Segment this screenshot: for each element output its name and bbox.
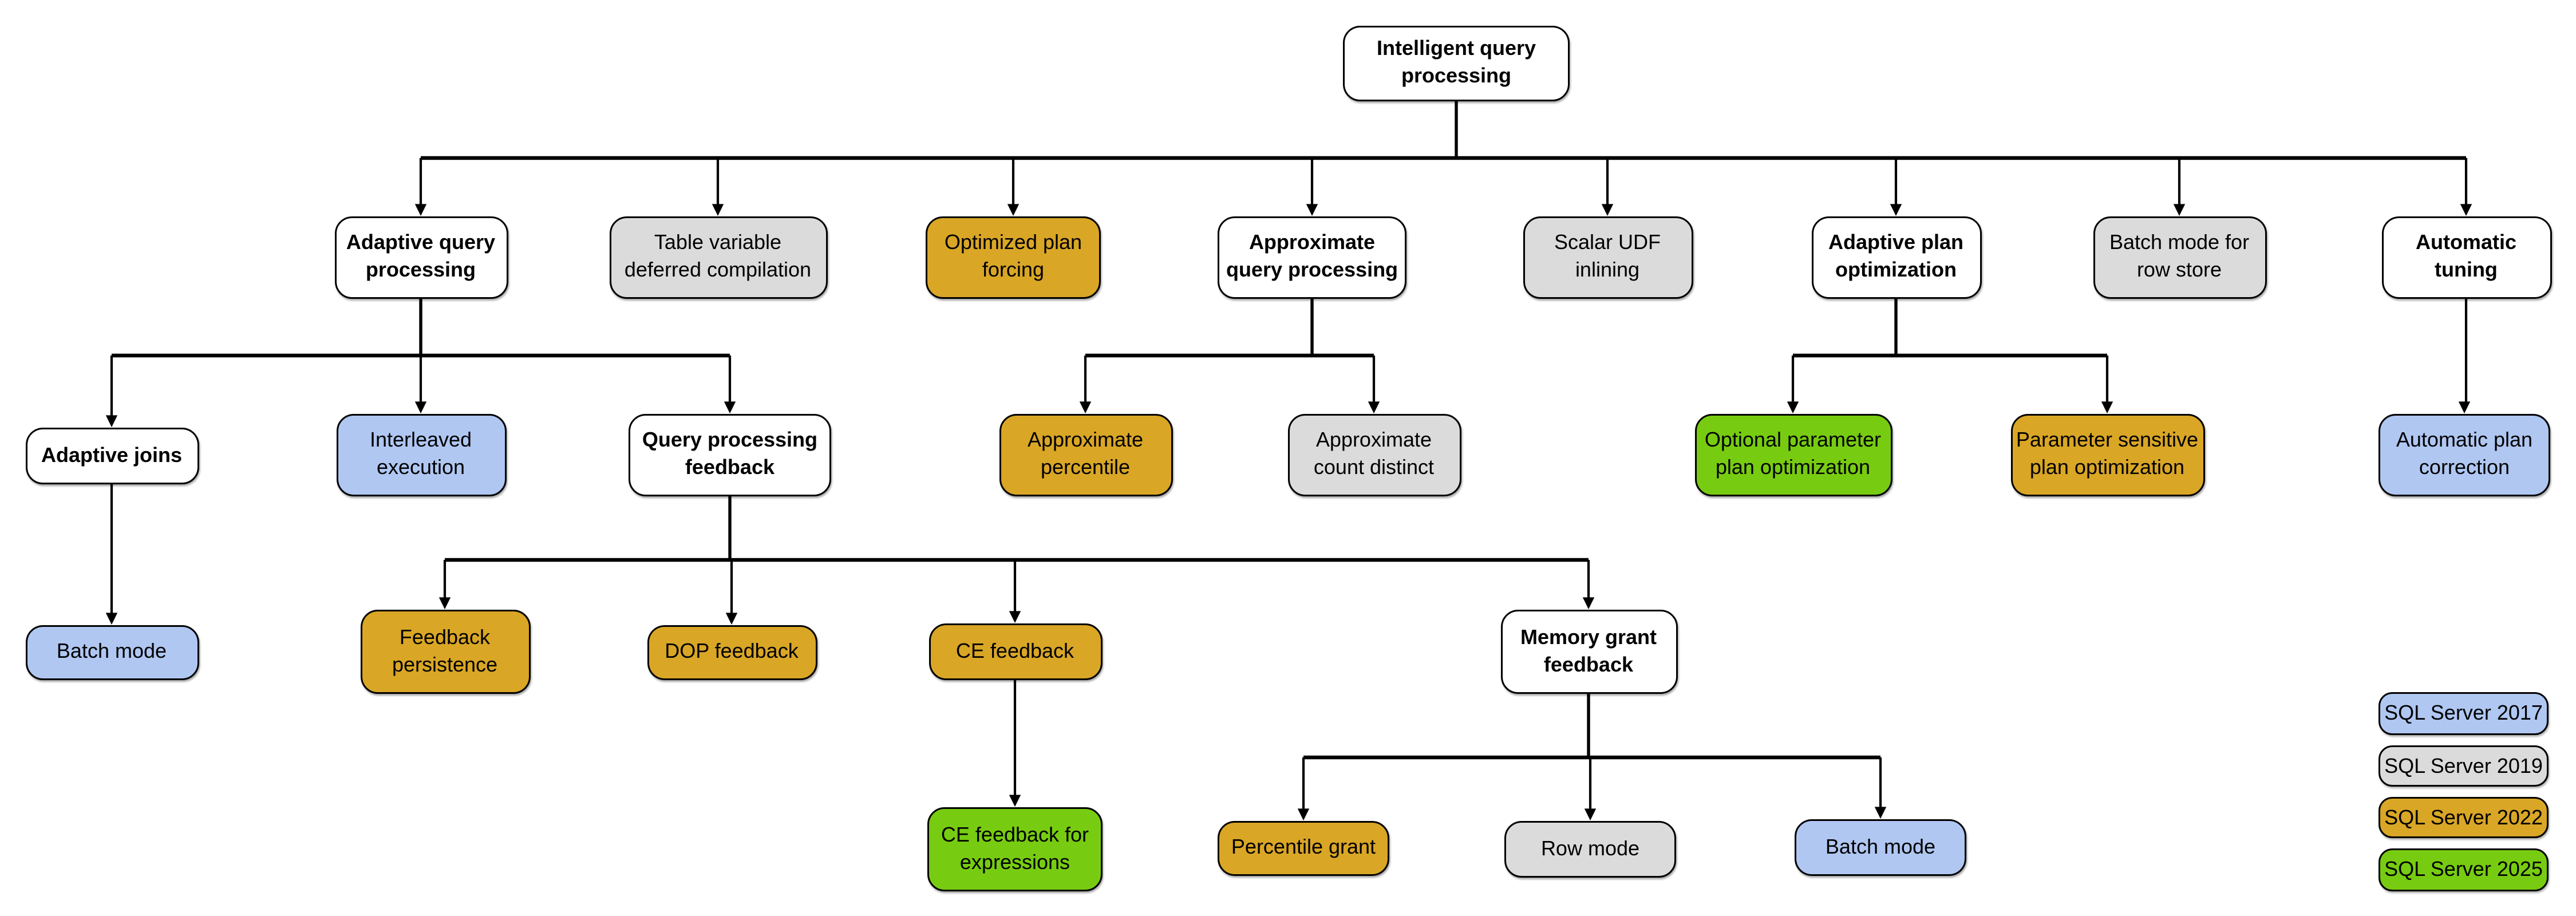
node-approximate-percentile: Approximate percentile	[998, 414, 1172, 496]
node-scalar-udf-inlining: Scalar UDF inlining	[1522, 216, 1693, 299]
node-adaptive-plan-optimization: Adaptive plan optimization	[1811, 216, 1981, 299]
edge-approximate-query-processing-to-approximate-percentile-arrowhead	[1079, 401, 1092, 414]
node-row-mode: Row mode	[1504, 821, 1676, 878]
node-approximate-count-distinct: Approximate count distinct	[1287, 414, 1461, 496]
edge-adaptive-joins-to-batch-mode-adaptive-joins-arrowhead	[105, 613, 118, 625]
edge-approximate-query-processing-to-approximate-count-distinct-arrowhead	[1368, 401, 1380, 414]
edge-query-processing-feedback-to-dop-feedback-arrowhead	[725, 613, 738, 625]
edge-intelligent-query-processing-to-automatic-tuning-arrowhead	[2460, 204, 2472, 216]
edge-adaptive-plan-optimization-to-optional-parameter-plan-optimization-arrowhead	[1787, 401, 1799, 414]
node-adaptive-query-processing: Adaptive query processing	[334, 216, 508, 299]
node-memory-grant-feedback: Memory grant feedback	[1500, 610, 1677, 694]
edge-adaptive-plan-optimization-to-parameter-sensitive-plan-optimization-arrowhead	[2101, 401, 2113, 414]
node-batch-mode-row-store: Batch mode for row store	[2092, 216, 2266, 299]
edge-adaptive-query-processing-to-adaptive-joins-arrowhead	[105, 415, 118, 428]
node-table-variable-deferred-compilation: Table variable deferred compilation	[609, 216, 827, 299]
node-approximate-query-processing: Approximate query processing	[1218, 216, 1406, 299]
edge-intelligent-query-processing-to-optimized-plan-forcing-arrowhead	[1007, 204, 1020, 216]
node-automatic-plan-correction: Automatic plan correction	[2379, 414, 2550, 496]
node-interleaved-execution: Interleaved execution	[335, 414, 506, 496]
node-ce-feedback: CE feedback	[928, 623, 1102, 680]
node-adaptive-joins: Adaptive joins	[25, 428, 199, 484]
edge-query-processing-feedback-to-memory-grant-feedback-arrowhead	[1582, 597, 1595, 610]
legend-item-sql2022: SQL Server 2022	[2379, 796, 2549, 838]
node-dop-feedback: DOP feedback	[646, 625, 817, 680]
edge-intelligent-query-processing-to-adaptive-query-processing-arrowhead	[414, 204, 427, 216]
edge-adaptive-query-processing-to-query-processing-feedback-arrowhead	[724, 401, 736, 414]
edge-memory-grant-feedback-to-batch-mode-memory-grant-arrowhead	[1874, 807, 1887, 819]
node-optional-parameter-plan-optimization: Optional parameter plan optimization	[1694, 414, 1892, 496]
edge-intelligent-query-processing-to-table-variable-deferred-compilation-arrowhead	[712, 204, 724, 216]
node-percentile-grant: Percentile grant	[1218, 821, 1389, 876]
edge-memory-grant-feedback-to-percentile-grant-arrowhead	[1297, 808, 1310, 821]
edge-intelligent-query-processing-to-approximate-query-processing-arrowhead	[1306, 204, 1318, 216]
edge-ce-feedback-to-ce-feedback-for-expressions-arrowhead	[1009, 795, 1021, 807]
edge-intelligent-query-processing-to-scalar-udf-inlining-arrowhead	[1601, 204, 1614, 216]
edge-intelligent-query-processing-to-adaptive-plan-optimization-arrowhead	[1890, 204, 1902, 216]
edge-automatic-tuning-to-automatic-plan-correction-arrowhead	[2458, 401, 2471, 414]
legend-item-sql2017: SQL Server 2017	[2379, 692, 2549, 735]
node-automatic-tuning: Automatic tuning	[2381, 216, 2551, 299]
node-optimized-plan-forcing: Optimized plan forcing	[926, 216, 1101, 299]
node-feedback-persistence: Feedback persistence	[359, 610, 530, 694]
node-ce-feedback-for-expressions: CE feedback for expressions	[927, 807, 1103, 891]
edge-intelligent-query-processing-to-batch-mode-row-store-arrowhead	[2173, 204, 2186, 216]
edge-query-processing-feedback-to-ce-feedback-arrowhead	[1009, 611, 1021, 623]
node-parameter-sensitive-plan-optimization: Parameter sensitive plan optimization	[2010, 414, 2204, 496]
node-intelligent-query-processing: Intelligent query processing	[1343, 26, 1570, 101]
edge-memory-grant-feedback-to-row-mode-arrowhead	[1584, 808, 1597, 821]
node-batch-mode-memory-grant: Batch mode	[1795, 819, 1966, 876]
node-batch-mode-adaptive-joins: Batch mode	[25, 625, 199, 680]
node-query-processing-feedback: Query processing feedback	[629, 414, 831, 496]
edge-query-processing-feedback-to-feedback-persistence-arrowhead	[438, 597, 451, 610]
legend-item-sql2025: SQL Server 2025	[2379, 848, 2549, 891]
legend-item-sql2019: SQL Server 2019	[2379, 744, 2549, 787]
edge-adaptive-query-processing-to-interleaved-execution-arrowhead	[414, 401, 427, 414]
